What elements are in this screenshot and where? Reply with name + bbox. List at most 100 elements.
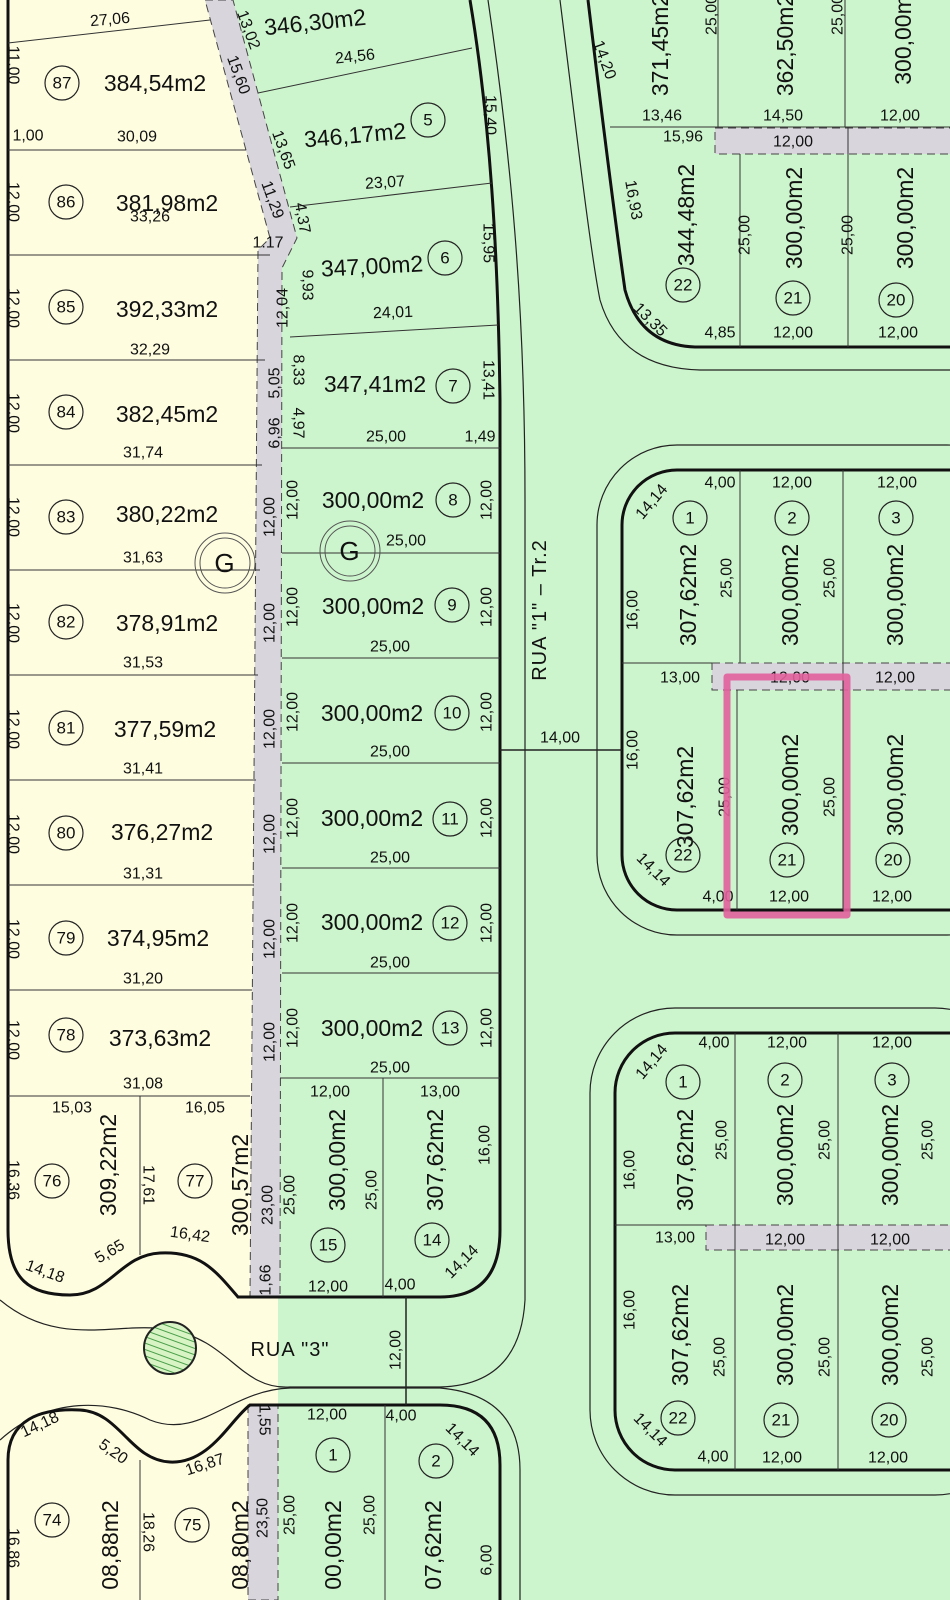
lot-number[interactable]: 15: [319, 1236, 338, 1255]
lot-area[interactable]: 300,00m2: [772, 1284, 798, 1386]
lot-area[interactable]: 08,88m2: [97, 1500, 123, 1590]
dimension-label: 31,63: [123, 550, 163, 567]
lot-number[interactable]: 9: [447, 596, 456, 615]
lot-number[interactable]: 85: [57, 298, 76, 317]
lot-area[interactable]: 376,27m2: [111, 819, 213, 845]
lot-area[interactable]: 300,00m2: [882, 544, 908, 646]
lot-number[interactable]: 77: [186, 1172, 205, 1191]
lot-area[interactable]: 300,00m2: [781, 167, 807, 269]
lot-number[interactable]: 22: [674, 276, 693, 295]
highlighted-lot-21[interactable]: [723, 673, 851, 919]
lot-area[interactable]: 300,00m2: [324, 1109, 350, 1211]
lot-number[interactable]: 2: [780, 1071, 789, 1090]
lot-area[interactable]: 300,00m2: [321, 909, 423, 935]
lot-number[interactable]: 74: [43, 1511, 62, 1530]
lot-area[interactable]: 300,00m2: [321, 1015, 423, 1041]
lot-number[interactable]: 75: [183, 1516, 202, 1535]
lot-area[interactable]: 307,62m2: [667, 1284, 693, 1386]
lot-area[interactable]: 374,95m2: [107, 925, 209, 951]
lot-area[interactable]: 380,22m2: [116, 501, 218, 527]
lot-number[interactable]: 78: [57, 1026, 76, 1045]
lot-number[interactable]: 79: [57, 929, 76, 948]
dimension-label: 12,00: [773, 325, 813, 342]
lot-area[interactable]: 382,45m2: [116, 401, 218, 427]
lot-number[interactable]: 6: [440, 249, 449, 268]
lot-number[interactable]: 2: [431, 1452, 440, 1471]
lot-number[interactable]: 76: [43, 1172, 62, 1191]
lot-area[interactable]: 392,33m2: [116, 296, 218, 322]
lot-area[interactable]: 344,48m2: [673, 164, 699, 266]
lot-number[interactable]: 20: [884, 851, 903, 870]
lot-area[interactable]: 300,00m: [890, 0, 916, 85]
lot-number[interactable]: 83: [57, 508, 76, 527]
lot-area[interactable]: 362,50m2: [772, 0, 798, 96]
lot-area[interactable]: 300,00m2: [772, 1104, 798, 1206]
lot-area[interactable]: 08,80m2: [227, 1500, 253, 1590]
lot-number[interactable]: 81: [57, 719, 76, 738]
lot-number[interactable]: 20: [887, 291, 906, 310]
lot-number[interactable]: 11: [441, 810, 459, 829]
lot-number[interactable]: 22: [674, 846, 693, 865]
lot-number[interactable]: 10: [443, 704, 462, 723]
lot-area[interactable]: 307,62m2: [672, 1109, 698, 1211]
lot-number[interactable]: 1: [685, 509, 694, 528]
dimension-label: 27,06: [89, 10, 130, 30]
lot-number[interactable]: 1: [678, 1073, 687, 1092]
lot-number-circle: [769, 842, 805, 878]
lot-area[interactable]: 377,59m2: [114, 716, 216, 742]
lot-number[interactable]: 80: [57, 824, 76, 843]
lot-number[interactable]: 5: [423, 111, 432, 130]
lot-area[interactable]: 384,54m2: [104, 70, 206, 96]
lot-number[interactable]: 3: [891, 509, 900, 528]
dimension-label: 25,00: [364, 1170, 381, 1210]
lot-number[interactable]: 21: [784, 289, 803, 308]
lot-number[interactable]: 7: [448, 377, 457, 396]
lot-area[interactable]: 00,00m2: [320, 1500, 346, 1590]
lot-area[interactable]: 347,00m2: [320, 250, 424, 281]
lot-number[interactable]: 14: [423, 1231, 442, 1250]
lot-area[interactable]: 307,62m2: [422, 1109, 448, 1211]
lot-area[interactable]: 07,62m2: [420, 1500, 446, 1590]
lot-number[interactable]: 8: [448, 491, 457, 510]
lot-number[interactable]: 84: [57, 403, 76, 422]
lot-area[interactable]: 300,00m2: [877, 1284, 903, 1386]
lot-number[interactable]: 3: [887, 1071, 896, 1090]
lot-number[interactable]: 82: [57, 613, 76, 632]
dimension-label: 12,00: [767, 1035, 807, 1052]
dimension-label: 12,00: [877, 475, 917, 492]
lot-number[interactable]: 21: [778, 851, 797, 870]
lot-area[interactable]: 300,00m2: [777, 734, 803, 836]
lot-area[interactable]: 378,91m2: [116, 610, 218, 636]
lot-number[interactable]: 87: [53, 74, 72, 93]
lot-area[interactable]: 300,00m2: [321, 700, 423, 726]
lot-area[interactable]: 373,63m2: [109, 1025, 211, 1051]
lot-number-circle: [177, 1163, 213, 1199]
lot-area[interactable]: 300,00m2: [321, 805, 423, 831]
lot-area[interactable]: 371,45m2: [647, 0, 673, 96]
dimension-label: 16,00: [625, 730, 642, 770]
lot-number[interactable]: 22: [669, 1409, 688, 1428]
lot-area[interactable]: 300,00m2: [892, 167, 918, 269]
lot-area[interactable]: 309,22m2: [95, 1114, 121, 1216]
lot-area[interactable]: 300,00m2: [322, 487, 424, 513]
lot-area[interactable]: 300,00m2: [882, 734, 908, 836]
lot-area[interactable]: 347,41m2: [324, 371, 426, 397]
lot-number[interactable]: 12: [441, 914, 460, 933]
lot-area[interactable]: 300,00m2: [877, 1104, 903, 1206]
dimension-label: 25,00: [704, 0, 721, 35]
lot-number[interactable]: 86: [57, 193, 76, 212]
lot-area[interactable]: 300,00m2: [322, 593, 424, 619]
lot-area[interactable]: 300,00m2: [777, 544, 803, 646]
dimension-label: 23,50: [255, 1498, 272, 1538]
lot-number[interactable]: 13: [441, 1019, 460, 1038]
lot-number[interactable]: 1: [328, 1446, 337, 1465]
lot-number[interactable]: 2: [787, 509, 796, 528]
lot-number[interactable]: 21: [772, 1411, 791, 1430]
lot-area[interactable]: 307,62m2: [675, 544, 701, 646]
lot-area[interactable]: 381,98m2: [116, 190, 218, 216]
lot-area[interactable]: 307,62m2: [672, 746, 698, 848]
lot-area[interactable]: 300,57m2: [227, 1134, 253, 1236]
right-top-road-edge: [559, 0, 950, 371]
lot-number[interactable]: 20: [880, 1411, 899, 1430]
street-name-rua-3: RUA "3": [250, 1339, 329, 1361]
